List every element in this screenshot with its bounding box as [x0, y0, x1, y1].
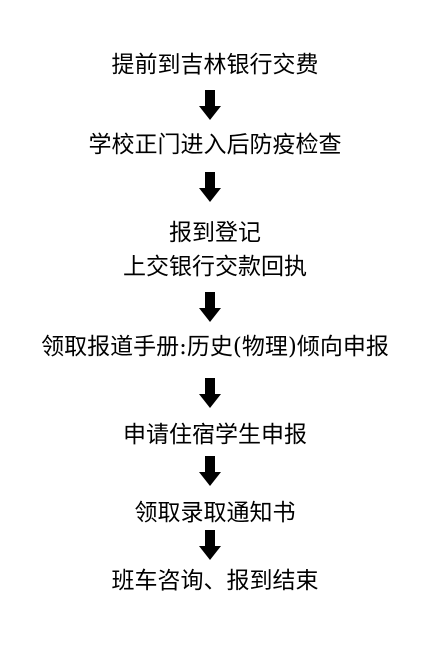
step-4-text: 领取报道手册:历史(物理)倾向申报	[41, 334, 389, 360]
down-arrow-icon	[199, 530, 221, 560]
step-3-line-2: 上交银行交款回执	[123, 254, 307, 280]
step-7-text: 班车咨询、报到结束	[111, 568, 319, 594]
down-arrow-icon	[199, 172, 221, 202]
down-arrow-icon	[199, 378, 221, 408]
down-arrow-icon	[199, 456, 221, 486]
step-6-text: 领取录取通知书	[134, 500, 296, 526]
step-1-text: 提前到吉林银行交费	[111, 52, 319, 78]
step-3-line-1: 报到登记	[169, 220, 261, 246]
step-2-text: 学校正门进入后防疫检查	[88, 132, 342, 158]
step-5-text: 申请住宿学生申报	[123, 422, 307, 448]
down-arrow-icon	[199, 292, 221, 322]
down-arrow-icon	[199, 90, 221, 120]
